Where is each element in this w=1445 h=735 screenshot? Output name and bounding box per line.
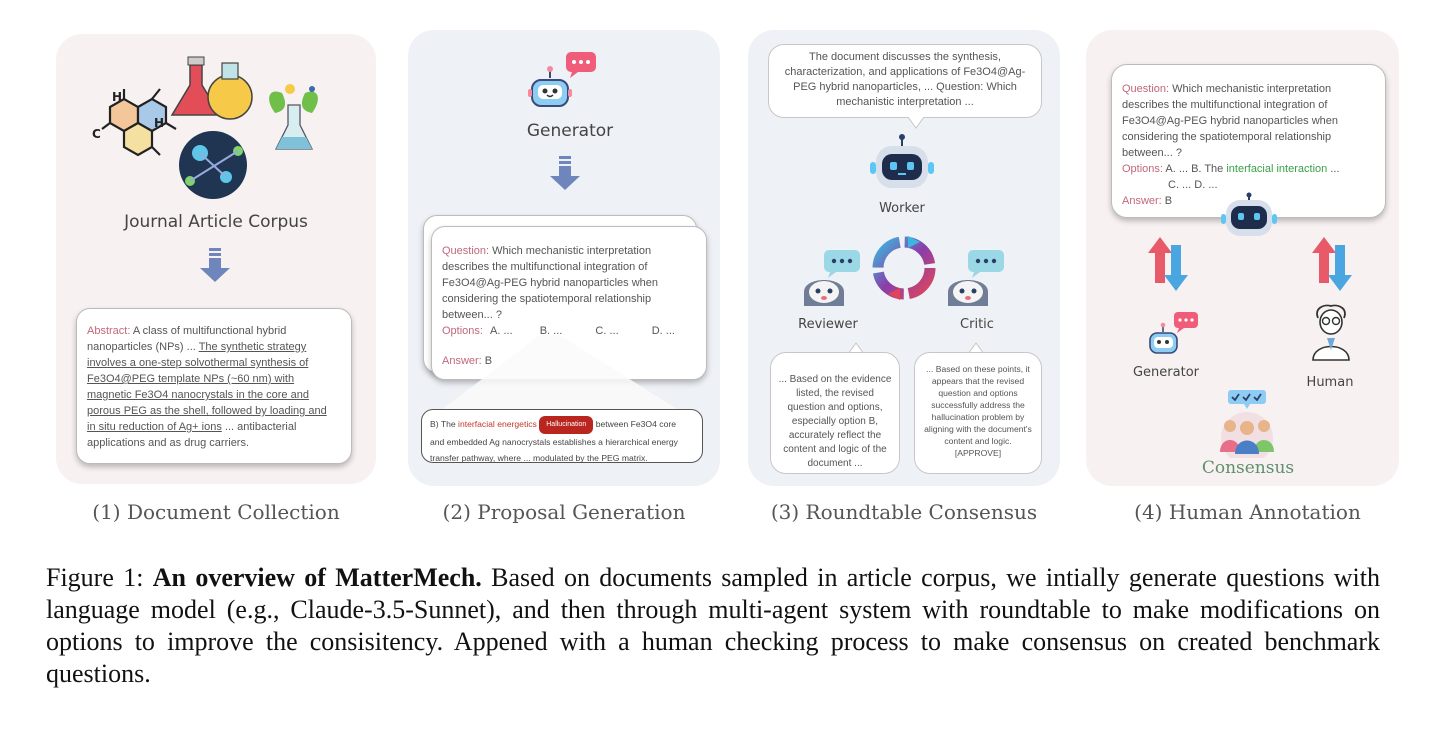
hallucination-badge: Hallucination — [539, 416, 594, 434]
step-caption-1: (1) Document Collection — [92, 500, 340, 524]
question-line: Which mechanistic interpretation — [1169, 83, 1332, 95]
abstract-line: magnetic Fe3O4 nanocrystals in the core … — [87, 389, 309, 401]
options-text: ... — [1327, 163, 1340, 175]
answer-key: Answer: — [442, 355, 482, 367]
down-arrow-icon — [550, 156, 580, 190]
option-d: D. ... — [651, 325, 675, 337]
revised-option-highlight: interfacial interaction — [1226, 163, 1328, 175]
detail-text: transfer pathway, where ... modulated by… — [430, 453, 648, 463]
question-line: Fe3O4@Ag-PEG hybrid nanoparticles when — [442, 277, 658, 289]
option-b: B. ... — [539, 325, 563, 337]
question-key: Question: — [1122, 83, 1170, 95]
option-detail-box: B) The interfacial energetics Hallucinat… — [421, 409, 703, 463]
molecule-letter: H — [154, 116, 164, 130]
answer-key: Answer: — [1122, 195, 1162, 207]
question-line: Fe3O4@Ag-PEG hybrid nanoparticles when — [1122, 115, 1338, 127]
chemistry-collage-icon: H C H — [92, 56, 318, 199]
options-key: Options: — [1122, 163, 1163, 175]
abstract-line: Fe3O4@PEG template NPs (~60 nm) with — [87, 373, 295, 385]
annotated-question-text: Question: Which mechanistic interpretati… — [1122, 81, 1375, 209]
abstract-line: A class of multifunctional hybrid — [130, 325, 287, 337]
bubble-tail — [907, 117, 925, 129]
question-line: considering the spatiotemporal relations… — [1122, 131, 1332, 143]
exchange-arrows-icon — [1312, 237, 1352, 291]
worker-label: Worker — [879, 201, 925, 216]
caption-text: Based on documents sampled in article co… — [46, 563, 1380, 688]
answer-value: B — [481, 355, 493, 367]
step-caption-4: (4) Human Annotation — [1134, 500, 1361, 524]
abstract-line: applications and as drug carriers. — [87, 437, 250, 449]
molecule-letter: C — [92, 127, 101, 141]
detail-highlight: interfacial energetics — [458, 419, 537, 429]
caption-title: An overview of MatterMech. — [152, 563, 482, 592]
abstract-line: involves a one-step solvothermal synthes… — [87, 357, 309, 369]
critic-label: Critic — [960, 317, 994, 332]
abstract-key: Abstract: — [87, 325, 131, 337]
question-key: Question: — [442, 245, 490, 257]
abstract-line: ... antibacterial — [221, 421, 297, 433]
critic-bubble: ... Based on these points, it appears th… — [914, 352, 1042, 474]
question-line: Which mechanistic interpretation — [489, 245, 652, 257]
reviewer-bubble: ... Based on the evidence listed, the re… — [770, 352, 900, 474]
question-line: describes the multifunctional integratio… — [1122, 99, 1328, 111]
detail-text: between Fe3O4 core — [593, 419, 676, 429]
option-c: C. ... — [595, 325, 619, 337]
question-line: describes the multifunctional integratio… — [442, 261, 648, 273]
options-key: Options: — [442, 325, 483, 337]
question-text: Question: Which mechanistic interpretati… — [442, 243, 696, 369]
human-scientist-icon — [1312, 304, 1350, 361]
generator-label: Generator — [526, 121, 614, 141]
human-label: Human — [1306, 375, 1354, 390]
abstract-line: porous PEG as the shell, followed by loa… — [87, 405, 327, 417]
bubble-tail — [967, 342, 985, 354]
zoom-callout — [440, 335, 680, 411]
reviewer-label: Reviewer — [798, 317, 858, 332]
critic-robot-icon — [948, 250, 1004, 306]
abstract-line: The synthetic strategy — [198, 341, 307, 353]
figure-caption: Figure 1: An overview of MatterMech. Bas… — [46, 562, 1380, 690]
abstract-line: in situ reduction of Ag+ ions — [87, 421, 222, 433]
question-line: between... ? — [442, 309, 502, 321]
reviewer-robot-icon — [804, 250, 860, 306]
cycle-arrows-icon — [872, 236, 936, 300]
document-bubble: The document discusses the synthesis, ch… — [768, 44, 1042, 118]
worker-robot-icon — [870, 134, 934, 188]
options-text: C. ... D. ... — [1168, 179, 1218, 191]
detail-text: B) The — [430, 419, 459, 429]
caption-prefix: Figure 1: — [46, 563, 153, 592]
generator-robot-icon — [1149, 312, 1198, 354]
detail-text: and embedded Ag nanocrystals establishes… — [430, 437, 678, 447]
corpus-label: Journal Article Corpus — [124, 212, 308, 232]
abstract-card: Abstract: A class of multifunctional hyb… — [76, 308, 352, 464]
step-caption-3: (3) Roundtable Consensus — [770, 500, 1038, 524]
consensus-group-icon — [1220, 390, 1274, 458]
exchange-arrows-icon — [1148, 237, 1188, 291]
abstract-text: Abstract: A class of multifunctional hyb… — [87, 323, 341, 451]
generator-robot-icon — [528, 52, 596, 107]
question-line: between... ? — [1122, 147, 1182, 159]
generator-label: Generator — [1132, 365, 1199, 380]
molecule-letter: H — [112, 90, 122, 104]
options-text: A. ... B. The — [1162, 163, 1227, 175]
answer-value: B — [1161, 195, 1173, 207]
option-detail-text: B) The interfacial energetics Hallucinat… — [430, 416, 694, 466]
abstract-line: nanoparticles (NPs) ... — [87, 341, 199, 353]
annotator-robot-icon — [1221, 192, 1277, 236]
down-arrow-icon — [200, 248, 230, 282]
bubble-tail — [847, 342, 865, 354]
consensus-label: Consensus — [1201, 458, 1295, 478]
question-line: considering the spatiotemporal relations… — [442, 293, 652, 305]
option-a: A. ... — [490, 325, 513, 337]
step-caption-2: (2) Proposal Generation — [442, 500, 686, 524]
